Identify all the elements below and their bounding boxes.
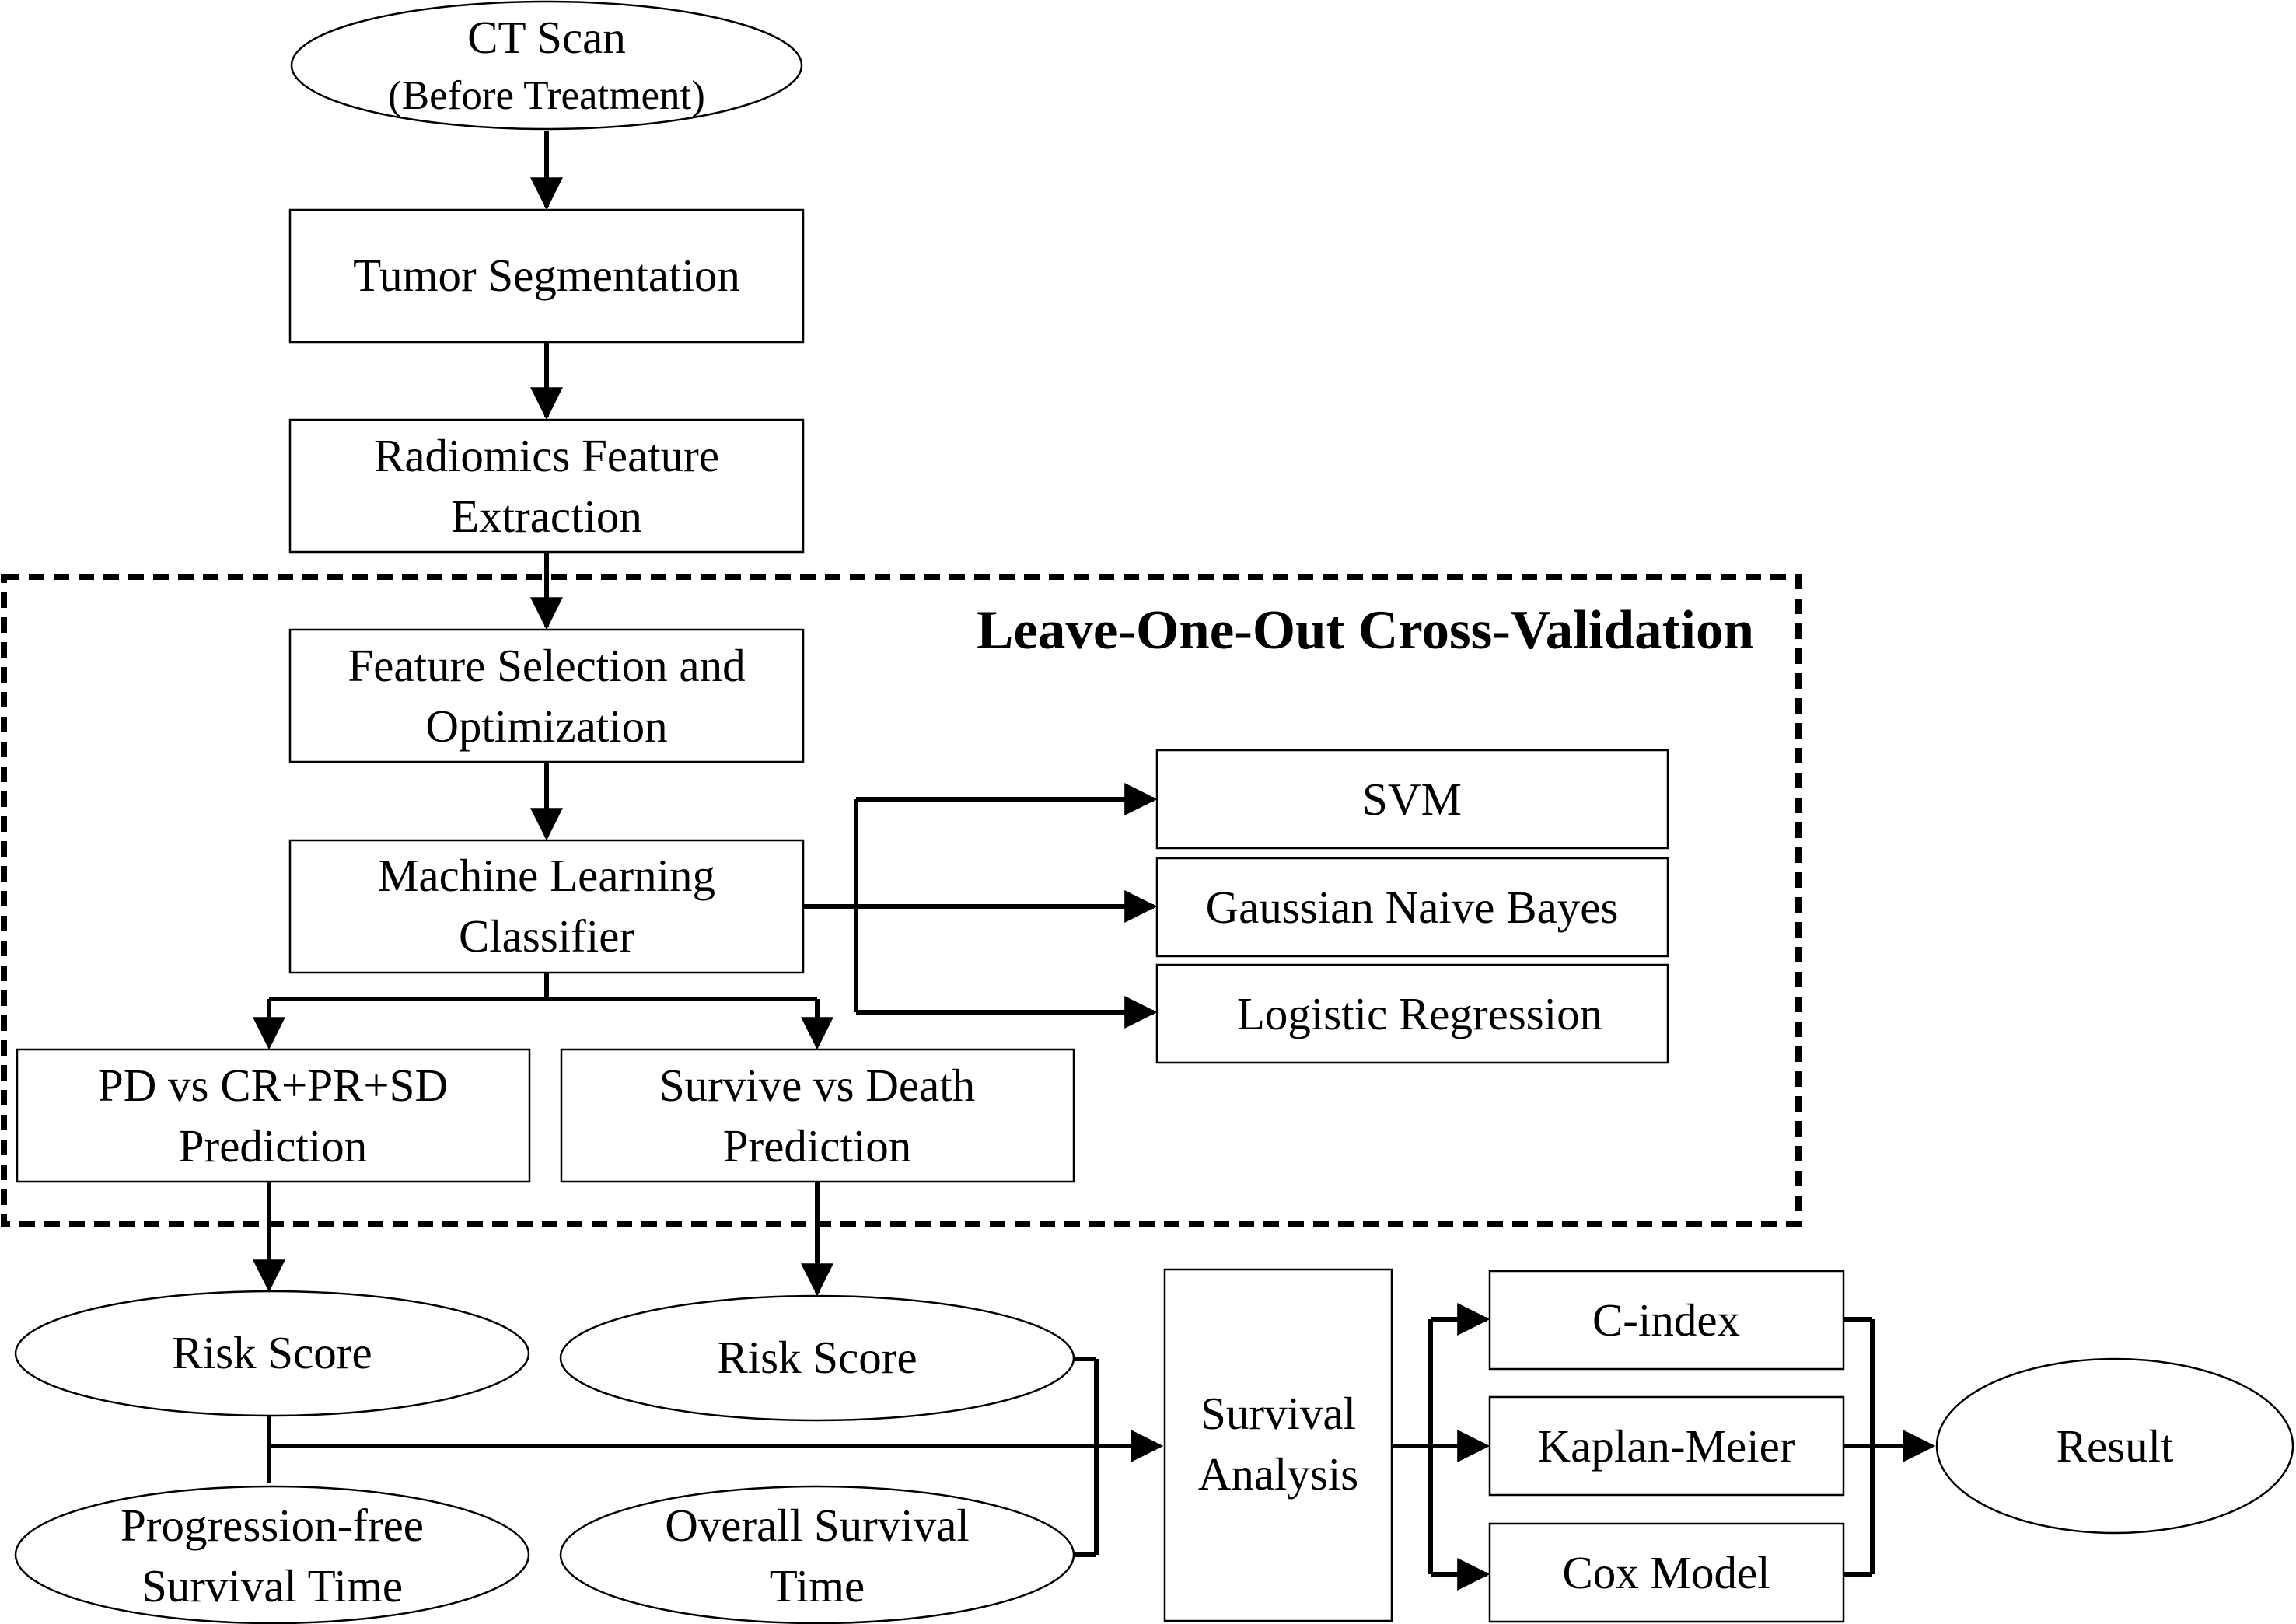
svg-text:Machine Learning: Machine Learning: [378, 850, 715, 901]
svg-text:Time: Time: [770, 1560, 865, 1612]
node-risk-score-right: Risk Score: [559, 1294, 1075, 1422]
node-c-index: C-index: [1488, 1270, 1845, 1371]
svg-text:Cox Model: Cox Model: [1562, 1547, 1770, 1598]
svg-text:Survive vs Death: Survive vs Death: [659, 1060, 975, 1111]
node-radiomics-feature-extraction: Radiomics Feature Extraction: [288, 418, 805, 554]
svg-text:(Before Treatment): (Before Treatment): [388, 73, 705, 118]
node-gaussian-naive-bayes: Gaussian Naive Bayes: [1155, 857, 1669, 958]
svg-text:Kaplan-Meier: Kaplan-Meier: [1538, 1420, 1795, 1472]
svg-text:Tumor Segmentation: Tumor Segmentation: [353, 250, 740, 301]
svg-text:Prediction: Prediction: [723, 1120, 912, 1172]
svg-text:Risk Score: Risk Score: [717, 1332, 917, 1383]
svg-text:Result: Result: [2057, 1420, 2174, 1472]
node-survive-prediction: Survive vs Death Prediction: [560, 1048, 1075, 1183]
node-kaplan-meier: Kaplan-Meier: [1488, 1395, 1845, 1497]
node-ct-scan: CT Scan (Before Treatment): [290, 0, 803, 131]
svg-text:Logistic Regression: Logistic Regression: [1237, 988, 1602, 1039]
svg-text:Progression-free: Progression-free: [121, 1500, 424, 1551]
region-title: Leave-One-Out Cross-Validation: [977, 600, 1754, 661]
svg-text:Prediction: Prediction: [179, 1120, 368, 1172]
cross-validation-region: [1, 574, 1802, 1227]
node-pd-prediction: PD vs CR+PR+SD Prediction: [16, 1048, 531, 1183]
svg-text:Survival Time: Survival Time: [142, 1560, 403, 1612]
svg-text:Risk Score: Risk Score: [172, 1327, 372, 1378]
svg-text:Overall Survival: Overall Survival: [665, 1500, 970, 1551]
node-tumor-segmentation: Tumor Segmentation: [288, 208, 805, 344]
node-cox-model: Cox Model: [1488, 1522, 1845, 1623]
svg-text:Survival: Survival: [1200, 1388, 1356, 1439]
svg-text:PD vs CR+PR+SD: PD vs CR+PR+SD: [98, 1060, 448, 1111]
svg-text:Gaussian Naive Bayes: Gaussian Naive Bayes: [1206, 882, 1619, 933]
node-os-time: Overall Survival Time: [559, 1485, 1075, 1624]
node-feature-selection: Feature Selection and Optimization: [288, 628, 805, 763]
svg-text:CT Scan: CT Scan: [467, 12, 626, 63]
svg-text:Analysis: Analysis: [1198, 1448, 1359, 1500]
svg-text:Classifier: Classifier: [459, 910, 634, 962]
svg-text:SVM: SVM: [1362, 774, 1462, 825]
connectors: [253, 131, 1936, 1591]
node-result: Result: [1935, 1357, 2294, 1535]
node-survival-analysis: Survival Analysis: [1163, 1268, 1393, 1622]
svg-text:Feature Selection and: Feature Selection and: [348, 640, 745, 691]
svg-text:Radiomics Feature: Radiomics Feature: [374, 430, 719, 481]
node-svm: SVM: [1155, 749, 1669, 850]
node-ml-classifier: Machine Learning Classifier: [288, 839, 805, 974]
node-pfs-time: Progression-free Survival Time: [14, 1485, 530, 1624]
svg-text:Extraction: Extraction: [451, 491, 642, 542]
node-risk-score-left: Risk Score: [14, 1290, 530, 1417]
svg-text:Optimization: Optimization: [425, 700, 667, 752]
svg-text:C-index: C-index: [1592, 1294, 1740, 1346]
node-logistic-regression: Logistic Regression: [1155, 963, 1669, 1064]
